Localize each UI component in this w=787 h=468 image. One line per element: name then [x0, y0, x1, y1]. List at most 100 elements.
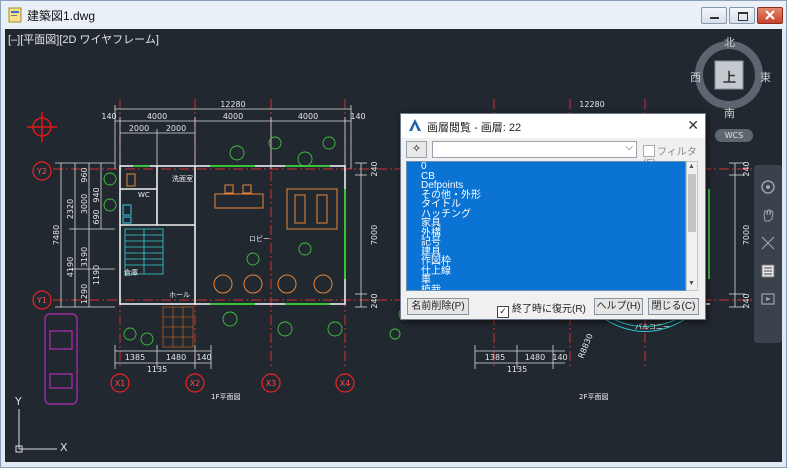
dim-left-4: 1290 — [80, 284, 89, 304]
dim-left-7: 690 — [92, 209, 101, 224]
dim-left-3: 3190 — [80, 247, 89, 267]
stairs — [124, 228, 164, 275]
ucs-y-label: Y — [14, 395, 22, 408]
room-wc: WC — [138, 191, 150, 199]
showmotion-icon[interactable] — [760, 291, 776, 307]
close-button[interactable]: 閉じる(C) — [648, 298, 699, 315]
dim-sub-b: 2000 — [166, 124, 186, 133]
dim-left-8: 1190 — [92, 265, 101, 285]
layer-item[interactable]: 記号 — [421, 237, 441, 248]
dialog-title: 画層閲覧 - 画層: 22 — [427, 122, 522, 134]
dim-bottom-2: 1480 — [166, 353, 186, 362]
layer-item[interactable]: Defpoints — [421, 180, 464, 191]
restore-on-exit-checkbox[interactable]: ✓終了時に復元(R) — [497, 300, 586, 318]
zoom-extents-icon[interactable] — [760, 235, 776, 251]
scroll-up-icon[interactable]: ▲ — [688, 163, 695, 170]
ucs-x-label: X — [60, 441, 68, 454]
window-title: 建築図1.dwg — [27, 9, 96, 23]
viewport-label[interactable]: [–][平面図][2D ワイヤフレーム] — [8, 34, 159, 46]
dim-top-total: 12280 — [220, 100, 245, 109]
drawing-file-icon — [8, 7, 22, 23]
dialog-close-icon[interactable]: ✕ — [687, 117, 699, 133]
close-icon — [765, 10, 775, 20]
crosshair-cursor — [27, 112, 57, 142]
compass-south[interactable]: 南 — [724, 108, 735, 120]
layer-item[interactable]: その他・外形 — [421, 189, 481, 201]
layer-item[interactable]: 建具 — [421, 246, 441, 258]
grid-label-y2: Y2 — [36, 167, 47, 176]
restore-label: 終了時に復元(R) — [512, 304, 586, 315]
title-bar[interactable]: 建築図1.dwg — [1, 1, 786, 29]
ucs-icon — [15, 409, 57, 453]
restore-checkbox-box[interactable]: ✓ — [497, 306, 509, 318]
grid-label-x3: X3 — [266, 379, 277, 388]
crosshair-pick-icon: ✧ — [411, 143, 422, 155]
layer-item[interactable]: ハッチング — [421, 208, 471, 220]
steering-wheel-icon[interactable] — [760, 179, 776, 195]
floor-hatch — [162, 306, 194, 348]
minimize-icon — [710, 17, 719, 19]
dim-left-5: 960 — [80, 167, 89, 182]
filter-checkbox-box[interactable] — [643, 145, 655, 157]
dim-bottom-3: 140 — [196, 353, 211, 362]
help-button[interactable]: ヘルプ(H) — [594, 298, 643, 315]
wc-fixtures — [122, 204, 132, 224]
layer-item[interactable]: CB — [421, 170, 435, 182]
compass-north[interactable]: 北 — [724, 37, 735, 49]
dim-2f-right-top: 240 — [742, 161, 751, 176]
layer-item[interactable]: 植栽 — [421, 284, 441, 291]
pan-hand-icon[interactable] — [760, 207, 776, 223]
dim-2f-radius: R8830 — [577, 332, 595, 359]
dim-top-c: 4000 — [298, 112, 318, 121]
windows-1f — [133, 165, 346, 305]
layer-item[interactable]: タイトル — [421, 199, 461, 210]
viewcube-ring — [695, 41, 763, 109]
room-lobby: ロビー — [249, 234, 270, 243]
car — [44, 313, 78, 405]
layer-item[interactable]: 車 — [421, 275, 431, 286]
layer-filter-combo[interactable]: ⌵ — [432, 141, 637, 158]
layer-browse-dialog: 画層閲覧 - 画層: 22 ✕ ✧ ⌵ フィルタ(F) 0 CB Defpoin… — [400, 113, 706, 320]
dim-2f-right-bot: 240 — [742, 293, 751, 308]
dim-2f-bottom-4: 1135 — [507, 365, 527, 374]
plan-label-2f: 2F平面図 — [579, 393, 608, 401]
dim-top-b: 4000 — [223, 112, 243, 121]
dim-left-6: 940 — [92, 187, 101, 202]
restore-button[interactable] — [729, 7, 755, 24]
room-wash: 洗面室 — [172, 174, 193, 183]
scroll-thumb[interactable] — [688, 174, 696, 232]
dim-bottom-1: 1385 — [125, 353, 145, 362]
layer-item[interactable]: 家具 — [421, 218, 441, 229]
grid-label-y1: Y1 — [36, 296, 47, 305]
layer-item[interactable]: 仕上線 — [421, 265, 451, 277]
scroll-down-icon[interactable]: ▼ — [688, 280, 695, 287]
wcs-menu[interactable]: WCS — [715, 129, 753, 142]
grid-label-x2: X2 — [190, 379, 201, 388]
compass-west[interactable]: 西 — [690, 72, 701, 84]
autocad-logo-icon — [409, 119, 421, 131]
orbit-icon[interactable] — [760, 263, 776, 279]
select-layer-button[interactable]: ✧ — [406, 141, 427, 158]
dim-top-a: 4000 — [147, 112, 167, 121]
dimension-lines — [55, 105, 745, 369]
close-window-button[interactable] — [757, 7, 783, 24]
layer-list-scrollbar[interactable]: ▲ ▼ — [686, 161, 698, 291]
dialog-title-bar[interactable]: 画層閲覧 - 画層: 22 ✕ — [401, 114, 705, 138]
viewcube-top-face[interactable]: 上 — [723, 70, 737, 85]
layer-item[interactable]: 作図枠 — [421, 256, 451, 267]
layer-list[interactable]: 0 CB Defpoints その他・外形 タイトル ハッチング 家具 外構 記… — [406, 161, 686, 291]
dim-bottom-4: 1135 — [147, 365, 167, 374]
layer-item[interactable]: 0 — [421, 161, 427, 172]
room-storage: 倉庫 — [124, 268, 138, 277]
dim-2f-bottom-3: 140 — [552, 353, 567, 362]
balcony-label: バルコニー — [635, 323, 670, 331]
dim-right-bot: 240 — [370, 293, 379, 308]
dim-right-mid: 7000 — [370, 225, 379, 245]
compass-east[interactable]: 東 — [760, 72, 771, 84]
dim-2f-bottom-2: 1480 — [525, 353, 545, 362]
delete-name-button[interactable]: 名前削除(P) — [407, 298, 469, 315]
layer-item[interactable]: 外構 — [421, 227, 441, 239]
room-hall: ホール — [169, 291, 190, 299]
minimize-button[interactable] — [701, 7, 727, 24]
